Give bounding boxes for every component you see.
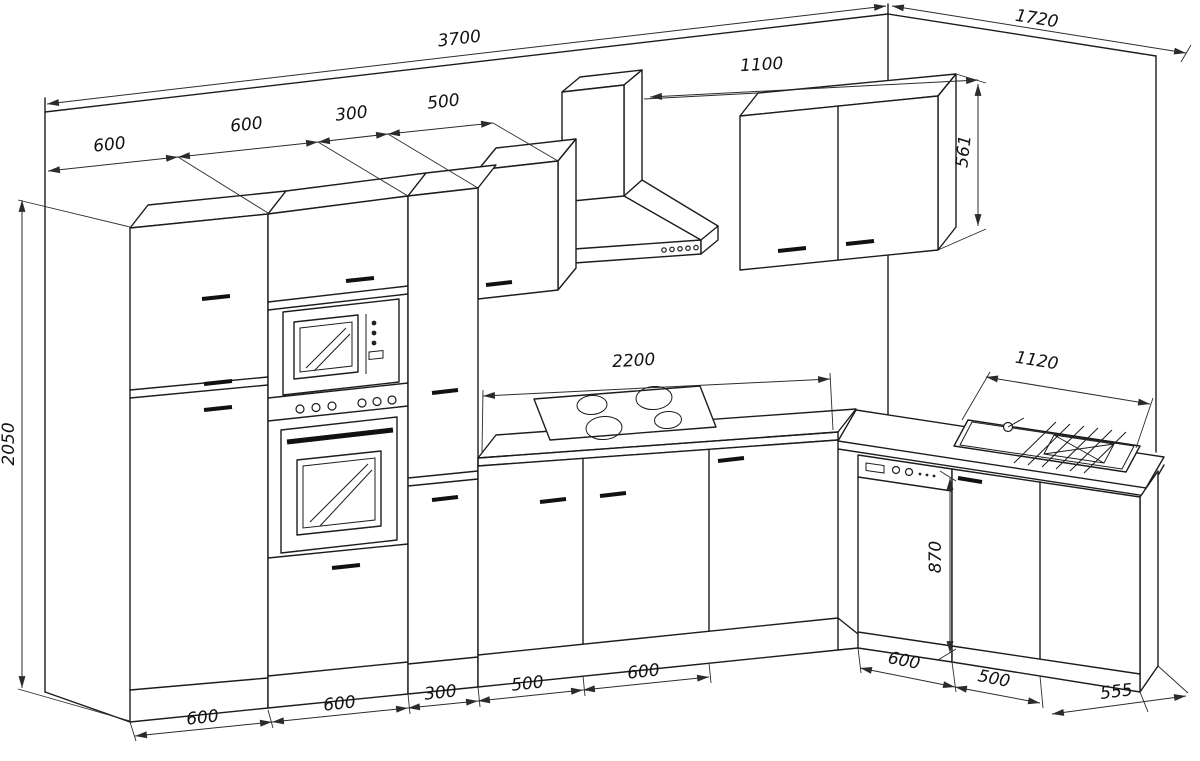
door-handle [777,239,875,253]
dim-label-bottom-left-1: 600 [185,706,219,729]
hood-buttons [661,244,699,253]
dim-label-tall-height: 2050 [0,422,19,465]
door-handle [345,276,375,283]
burner [654,410,682,430]
dim-label-upper-height: 561 [952,134,975,168]
dim-label-bottom-left-5: 600 [626,660,660,683]
microwave [282,298,400,396]
sink-base-cabinet [951,468,1159,693]
oven-control-knobs [295,395,397,414]
tall-cabinet-narrow [407,164,497,695]
dim-bottom-segments-right: 600 500 555 [857,647,1189,716]
oven [280,416,398,554]
dim-label-upper-width: 1100 [740,54,784,76]
door-handle [201,294,233,412]
tall-cabinet-oven-column [267,172,427,709]
oven-handle [286,427,394,445]
burner [585,415,623,441]
dim-label-right-depth: 1720 [1014,6,1060,33]
wall-cabinet-single [477,138,577,300]
dim-label-right-worktop: 1120 [1014,348,1060,375]
door-handle [431,388,459,502]
dim-label-worktop-height: 870 [926,541,946,573]
dim-label-bottom-left-4: 500 [510,672,544,695]
dishwasher-controls [865,462,936,478]
sink [953,417,1141,474]
door-handle [485,280,513,287]
door-handle [957,476,983,484]
dim-label-worktop-run: 2200 [612,350,656,372]
wall-cabinet-double [739,73,957,271]
dim-worktop-run: 2200 [481,350,834,453]
dim-label-total-width: 3700 [437,27,482,52]
dim-upper-cabinets-height: 561 [937,84,987,251]
dim-right-depth: 1720 [891,4,1192,63]
dim-label-top-2: 600 [229,113,263,136]
drawer-handle [331,563,361,570]
dim-tall-unit-height: 2050 [0,199,131,722]
worktop-left [477,385,857,467]
dim-top-segments: 600 600 300 500 [47,90,559,214]
dim-label-top-3: 300 [334,102,368,125]
worktop-right [837,409,1165,497]
dim-label-bottom-left-2: 600 [322,692,356,715]
dishwasher [857,454,953,663]
dim-bottom-segments-left: 600 600 300 500 600 [129,660,712,742]
base-cabinets [477,439,859,688]
dim-label-bottom-right-3: 555 [1099,680,1134,704]
dim-label-bottom-left-3: 300 [423,681,457,704]
dim-worktop-height: 870 [926,470,957,661]
dim-total-width: 3700 [46,3,887,107]
dim-label-top-1: 600 [92,133,126,156]
dim-label-top-4: 500 [426,90,460,113]
door-handle [539,456,745,504]
dim-upper-cabinets-width: 1100 [643,54,987,100]
tall-cabinet-1 [129,190,287,723]
